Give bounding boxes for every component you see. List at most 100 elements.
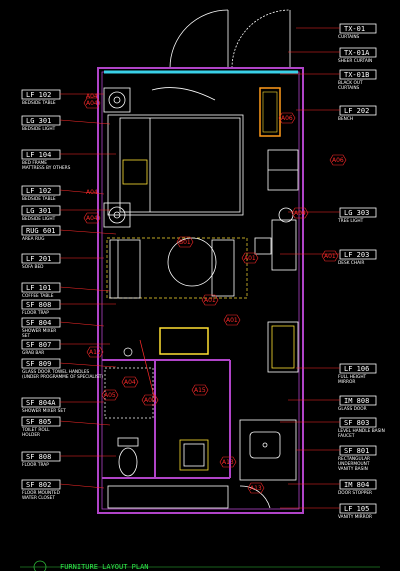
- tag-description: GLASS DOOR TOWEL HANDLES: [22, 369, 90, 375]
- tag-description: FULL HEIGHT: [338, 374, 367, 380]
- area-rug: [106, 237, 248, 299]
- tag-code: LF 104: [26, 151, 51, 159]
- ref-marker-text: A06: [332, 157, 344, 164]
- ref-marker-text: A04: [124, 379, 136, 386]
- ref-marker-text: A04: [294, 210, 306, 217]
- tag-code: SF 808: [26, 453, 51, 461]
- plan-reference-markers: A04A04A06A06A04B01A01A01A01A01A12A04A05A…: [83, 97, 347, 494]
- tag-code: SF 803: [344, 419, 369, 427]
- tag-code: SF 807: [26, 341, 51, 349]
- tag-code: LF 202: [344, 107, 369, 115]
- ref-marker-a01: A01: [321, 250, 339, 262]
- ref-marker-text: A05: [104, 392, 116, 399]
- wc-basin: [179, 439, 209, 471]
- ref-marker-a13: A13: [247, 482, 265, 494]
- tag-description: LEVEL HANDLE BASIN: [338, 428, 385, 434]
- tag-description: GRAB BAR: [22, 350, 44, 356]
- tag-description: RECTANGULAR: [338, 456, 370, 462]
- coffee-table: [167, 237, 235, 297]
- tag-description: DESK CHAIR: [338, 260, 364, 266]
- tag-description: UNDERMOUNT: [338, 461, 370, 467]
- ref-marker-a04: A04: [291, 207, 309, 219]
- tag-code: LF 106: [344, 365, 369, 373]
- ref-marker-a06: A06: [329, 154, 347, 166]
- tag-code: TX-01A: [344, 49, 370, 57]
- sofa-bed: [109, 239, 141, 299]
- leader-line: [59, 321, 105, 327]
- ref-label: A04: [86, 93, 98, 100]
- tag-code: LF 102: [26, 187, 51, 195]
- desk: [254, 207, 297, 271]
- tag-description: FLOOR TRAP: [22, 462, 49, 468]
- tag-code: LF 102: [26, 91, 51, 99]
- ref-marker-text: A01: [204, 297, 216, 304]
- tag-description: SHEER CURTAIN: [338, 58, 372, 64]
- tag-code: SF 801: [344, 447, 369, 455]
- ref-marker-text: A12: [89, 349, 101, 356]
- vanity-counter: [239, 419, 297, 481]
- ref-marker-a06: A06: [278, 112, 296, 124]
- ref-marker-a13: A13: [219, 456, 237, 468]
- ref-label: A04: [86, 189, 98, 196]
- tag-description: MIRROR: [338, 379, 355, 385]
- tag-description: BEDSIDE LIGHT: [22, 216, 56, 222]
- tag-description: GLASS DOOR: [338, 406, 367, 412]
- tag-description: FAUCET: [338, 433, 355, 439]
- tag-description: TREE LIGHT: [337, 218, 364, 224]
- ref-marker-text: A13: [250, 485, 262, 492]
- tag-description: CURTAINS: [338, 34, 360, 40]
- ref-marker-text: A01: [226, 317, 238, 324]
- ref-marker-text: B01: [179, 239, 191, 246]
- leader-line: [59, 420, 111, 426]
- tag-description: SET: [22, 333, 30, 339]
- ref-marker-b01: B01: [176, 236, 194, 248]
- tag-code: RUG 601: [26, 227, 56, 235]
- ref-marker-text: A15: [194, 387, 206, 394]
- tag-description: HOLDER: [22, 432, 40, 438]
- tag-code: IM 804: [344, 481, 369, 489]
- tag-code: TX-01: [344, 25, 365, 33]
- tag-description: BEDSIDE TABLE: [22, 100, 56, 106]
- ref-marker-a04: A04: [83, 97, 101, 109]
- leader-line: [59, 362, 117, 368]
- tag-description: CURTAINS: [338, 85, 360, 91]
- tag-description: SHOWER MIXER: [22, 328, 56, 334]
- ref-marker-a09: A09: [141, 394, 159, 406]
- mirror-panel: [267, 321, 299, 373]
- tag-code: SF 802: [26, 481, 51, 489]
- shower-area: [104, 339, 156, 419]
- ref-marker-text: A09: [144, 397, 156, 404]
- ref-marker-a15: A15: [191, 384, 209, 396]
- ref-marker-text: A01: [244, 255, 256, 262]
- ref-marker-a01: A01: [201, 294, 219, 306]
- ref-marker-a04: A04: [121, 376, 139, 388]
- glass-shower-screen: [159, 327, 209, 355]
- ref-marker-text: A06: [281, 115, 293, 122]
- tag-description: (UNDER PROGRAMME OF SPECIALIST): [22, 374, 103, 380]
- tag-code: SF 808: [26, 301, 51, 309]
- entry-door-bottom: [107, 485, 271, 509]
- tag-description: TOILET ROLL: [21, 427, 50, 433]
- tag-description: SHOWER MIXER SET: [22, 408, 66, 414]
- tag-description: VANITY BASIN: [338, 466, 368, 472]
- tag-code: SF 804: [26, 319, 51, 327]
